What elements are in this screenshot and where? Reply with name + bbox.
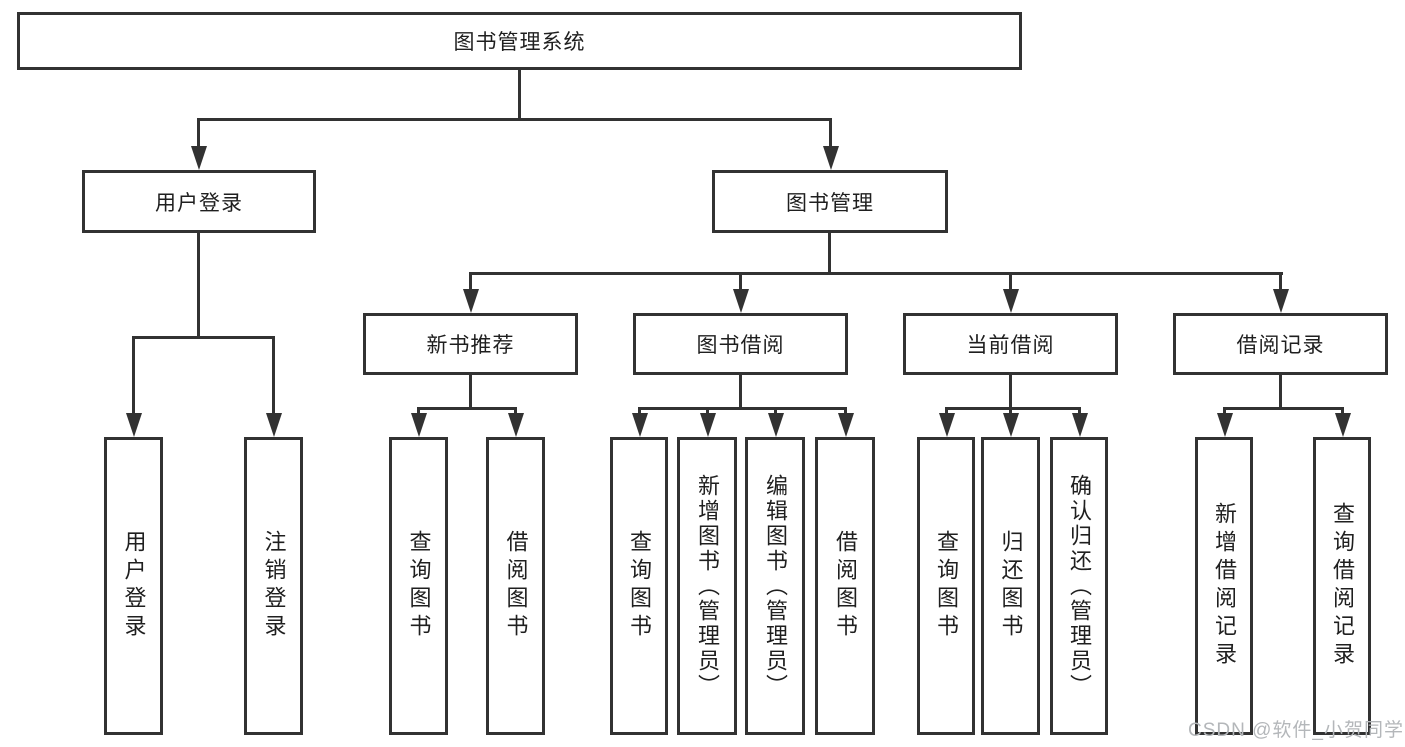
connector-user-login-stem xyxy=(197,231,200,338)
connector-new-book-hline xyxy=(417,407,517,410)
connector-arrow xyxy=(410,407,427,437)
leaf-borrow-query-books: 查询图书 xyxy=(610,437,668,735)
connector-arrow xyxy=(822,118,839,170)
connector-arrow xyxy=(837,407,854,437)
node-current-borrowing: 当前借阅 xyxy=(903,313,1118,375)
leaf-borrow-add-books-admin: 新增图书（管理员） xyxy=(677,437,737,735)
connector-root-stem xyxy=(518,69,521,120)
leaf-current-query-books: 查询图书 xyxy=(917,437,975,735)
connector-current-borrow-stem xyxy=(1009,373,1012,409)
connector-arrow xyxy=(1272,272,1289,313)
connector-arrow xyxy=(699,407,716,437)
node-new-book-recommendation: 新书推荐 xyxy=(363,313,578,375)
connector-arrow xyxy=(631,407,648,437)
connector-book-borrow-hline xyxy=(638,407,847,410)
leaf-current-return-books: 归还图书 xyxy=(981,437,1040,735)
connector-arrow xyxy=(767,407,784,437)
leaf-borrow-borrow-books: 借阅图书 xyxy=(815,437,875,735)
connector-level3-hline xyxy=(469,272,1283,275)
connector-borrow-record-hline xyxy=(1223,407,1343,410)
leaf-current-confirm-return-admin: 确认归还（管理员） xyxy=(1050,437,1108,735)
connector-arrow xyxy=(462,272,479,313)
node-book-borrowing: 图书借阅 xyxy=(633,313,848,375)
node-book-management: 图书管理 xyxy=(712,170,948,233)
leaf-newbook-borrow-books: 借阅图书 xyxy=(486,437,545,735)
connector-arrow xyxy=(1334,407,1351,437)
connector-current-borrow-hline xyxy=(945,407,1081,410)
node-borrowing-records: 借阅记录 xyxy=(1173,313,1388,375)
node-library-management-system: 图书管理系统 xyxy=(17,12,1022,70)
connector-borrow-record-stem xyxy=(1279,373,1282,409)
connector-arrow xyxy=(1002,272,1019,313)
leaf-user-login: 用户登录 xyxy=(104,437,163,735)
connector-arrow xyxy=(1216,407,1233,437)
connector-arrow xyxy=(507,407,524,437)
connector-arrow xyxy=(1071,407,1088,437)
connector-book-borrow-stem xyxy=(739,373,742,409)
node-user-login: 用户登录 xyxy=(82,170,316,233)
leaf-newbook-query-books: 查询图书 xyxy=(389,437,448,735)
leaf-record-add-borrow-record: 新增借阅记录 xyxy=(1195,437,1253,735)
connector-arrow xyxy=(732,272,749,313)
leaf-record-query-borrow-record: 查询借阅记录 xyxy=(1313,437,1371,735)
connector-arrow xyxy=(938,407,955,437)
connector-new-book-stem xyxy=(469,373,472,409)
connector-arrow xyxy=(1002,407,1019,437)
connector-level2-hline xyxy=(197,118,832,121)
csdn-watermark: CSDN @软件_小贺同学 xyxy=(1188,720,1404,741)
connector-arrow xyxy=(190,118,207,170)
connector-arrow xyxy=(265,336,282,437)
connector-book-management-stem xyxy=(828,231,831,274)
connector-user-login-hline xyxy=(132,336,274,339)
leaf-borrow-edit-books-admin: 编辑图书（管理员） xyxy=(745,437,805,735)
leaf-logout: 注销登录 xyxy=(244,437,303,735)
connector-arrow xyxy=(125,336,142,437)
